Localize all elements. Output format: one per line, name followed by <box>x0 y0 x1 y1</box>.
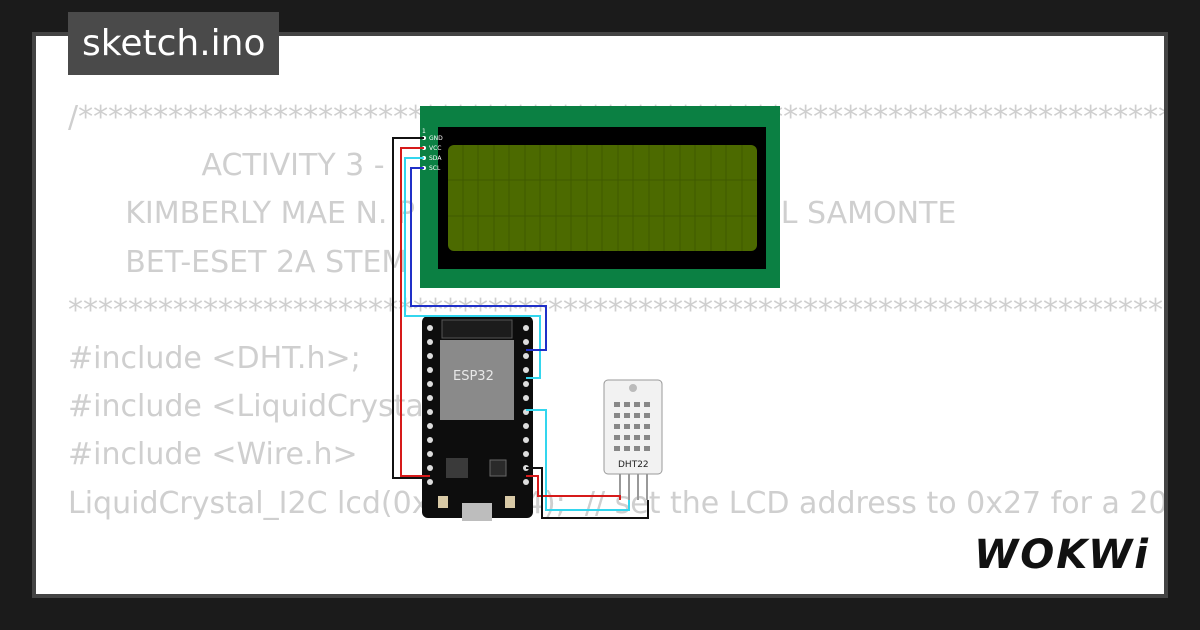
wires[interactable] <box>392 137 649 519</box>
esp32-board[interactable]: ESP32 <box>422 316 533 521</box>
wire-dht-gnd <box>526 467 649 519</box>
code-line: #include <LiquidCrystal_ <box>68 389 448 425</box>
esp32-right-pins <box>523 325 529 485</box>
wire-gnd-lcd <box>392 137 430 479</box>
wire-scl-lcd <box>410 167 547 351</box>
dht22-pins <box>619 474 648 500</box>
lcd-pin-sda: SDA <box>429 155 442 162</box>
lcd-pin-marker: 1 <box>422 128 426 135</box>
esp32-usb-chip <box>489 459 507 477</box>
wokwi-logo: WOKWi <box>974 532 1150 578</box>
file-title[interactable]: sketch.ino <box>68 12 280 75</box>
esp32-usb-port <box>462 503 492 521</box>
dht22-grille <box>614 402 650 451</box>
lcd-pin-gnd: GND <box>429 135 443 142</box>
code-line: ACTIVITY 3 - <box>68 148 385 184</box>
esp32-regulator <box>446 458 468 478</box>
esp32-button-right <box>505 496 515 508</box>
wire-sda-lcd <box>404 157 541 379</box>
esp32-button-left <box>438 496 448 508</box>
wire-vcc-lcd <box>400 147 430 477</box>
lcd-pin-scl: SCL <box>429 165 441 172</box>
code-line: #include <DHT.h>; <box>68 341 361 377</box>
esp32-label: ESP32 <box>453 369 494 384</box>
esp32-antenna <box>441 319 513 339</box>
code-line: ****************************************… <box>68 292 1164 328</box>
lcd-pin-vcc: VCC <box>429 145 441 152</box>
wokwi-logo-text: WOKWi <box>974 532 1150 578</box>
lcd-grid <box>448 145 757 251</box>
code-line: #include <Wire.h> <box>68 437 358 473</box>
wire-dht-data <box>526 409 630 511</box>
lcd-module[interactable]: 1 GND VCC SDA SCL <box>420 106 780 288</box>
dht22-label: DHT22 <box>618 460 649 470</box>
esp32-left-pins <box>427 325 433 485</box>
dht22-sensor[interactable]: DHT22 <box>603 379 663 500</box>
esp32-module <box>440 340 514 420</box>
wire-dht-vcc <box>526 475 621 500</box>
